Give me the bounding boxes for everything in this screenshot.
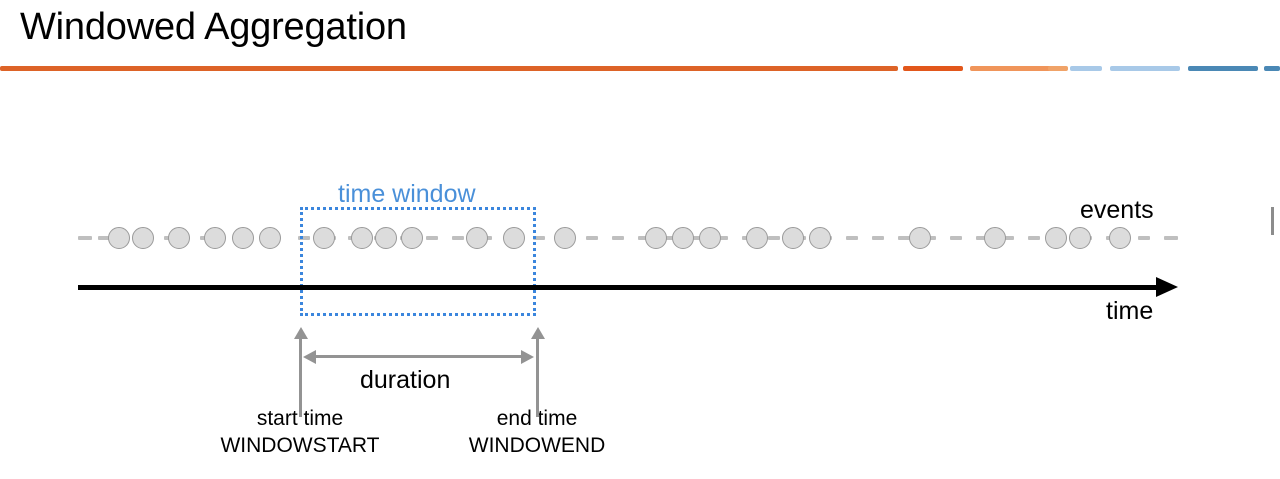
header-accent-rule bbox=[0, 66, 1280, 75]
page-title: Windowed Aggregation bbox=[20, 6, 407, 48]
event-circle bbox=[503, 227, 525, 249]
event-circle bbox=[1109, 227, 1131, 249]
event-circle bbox=[1045, 227, 1067, 249]
cropped-edge-mark bbox=[1271, 207, 1274, 235]
event-circle bbox=[401, 227, 423, 249]
event-circle bbox=[259, 227, 281, 249]
timeline-dash bbox=[1028, 236, 1040, 240]
timeline-dash bbox=[638, 236, 650, 240]
time-axis-arrowhead-icon bbox=[1156, 277, 1178, 297]
time-window-label: time window bbox=[338, 180, 476, 208]
event-circle bbox=[909, 227, 931, 249]
event-circle bbox=[232, 227, 254, 249]
timeline-dash bbox=[1138, 236, 1150, 240]
window-end-caption: end time WINDOWEND bbox=[407, 405, 667, 459]
segment-blue-light-2 bbox=[1110, 66, 1180, 71]
event-circle bbox=[168, 227, 190, 249]
boundary-arrowhead-icon bbox=[294, 327, 308, 339]
segment-orange-light bbox=[970, 66, 1065, 71]
segment-blue-dark-2 bbox=[1264, 66, 1280, 71]
timeline-dash bbox=[898, 236, 910, 240]
timeline-dash bbox=[768, 236, 780, 240]
event-circle bbox=[375, 227, 397, 249]
timeline-dash bbox=[716, 236, 728, 240]
timeline-dash bbox=[298, 236, 310, 240]
window-end-marker bbox=[531, 327, 545, 417]
boundary-arrowhead-icon bbox=[531, 327, 545, 339]
timeline-dash bbox=[78, 236, 92, 240]
timeline-dash bbox=[872, 236, 884, 240]
timeline-dash bbox=[98, 236, 112, 240]
segment-orange-dark-main bbox=[0, 66, 898, 71]
segment-blue-dark-1 bbox=[1188, 66, 1258, 71]
event-circle bbox=[1069, 227, 1091, 249]
event-circle bbox=[746, 227, 768, 249]
event-circle bbox=[645, 227, 667, 249]
event-circle bbox=[132, 227, 154, 249]
timeline-dash bbox=[586, 236, 598, 240]
timeline-dash bbox=[1164, 236, 1178, 240]
event-circle bbox=[204, 227, 226, 249]
end-time-text: end time bbox=[496, 407, 578, 430]
time-axis-label: time bbox=[1106, 297, 1154, 325]
windowstart-text: WINDOWSTART bbox=[220, 434, 380, 457]
boundary-arrow-stem bbox=[536, 336, 539, 417]
time-window-rectangle bbox=[300, 207, 536, 316]
event-circle bbox=[313, 227, 335, 249]
segment-orange-dark-short bbox=[903, 66, 963, 71]
timeline-dash bbox=[452, 236, 464, 240]
event-circle bbox=[554, 227, 576, 249]
segment-orange-tip bbox=[1048, 66, 1068, 71]
event-circle bbox=[108, 227, 130, 249]
duration-double-arrow-icon bbox=[303, 350, 534, 364]
boundary-arrow-stem bbox=[299, 336, 302, 417]
duration-arrowhead-left-icon bbox=[303, 350, 316, 364]
window-start-marker bbox=[294, 327, 308, 417]
timeline-dash bbox=[976, 236, 988, 240]
event-circle bbox=[809, 227, 831, 249]
event-circle bbox=[699, 227, 721, 249]
event-circle bbox=[782, 227, 804, 249]
event-circle bbox=[984, 227, 1006, 249]
events-label: events bbox=[1080, 196, 1154, 224]
segment-blue-light-1 bbox=[1070, 66, 1102, 71]
duration-arrow-shaft bbox=[313, 355, 524, 358]
timeline-dash bbox=[664, 236, 676, 240]
duration-arrowhead-right-icon bbox=[521, 350, 534, 364]
duration-label: duration bbox=[360, 366, 451, 394]
start-time-text: start time bbox=[256, 407, 344, 430]
timeline-dash bbox=[426, 236, 438, 240]
time-axis-line bbox=[78, 285, 1170, 290]
event-circle bbox=[351, 227, 373, 249]
event-circle bbox=[672, 227, 694, 249]
timeline-dash bbox=[612, 236, 624, 240]
event-circle bbox=[466, 227, 488, 249]
windowend-text: WINDOWEND bbox=[468, 434, 606, 457]
timeline-dash bbox=[533, 236, 545, 240]
timeline-dash bbox=[1002, 236, 1014, 240]
timeline-dash bbox=[846, 236, 858, 240]
window-start-caption: start time WINDOWSTART bbox=[170, 405, 430, 459]
timeline-dash bbox=[690, 236, 702, 240]
timeline-dash bbox=[950, 236, 962, 240]
